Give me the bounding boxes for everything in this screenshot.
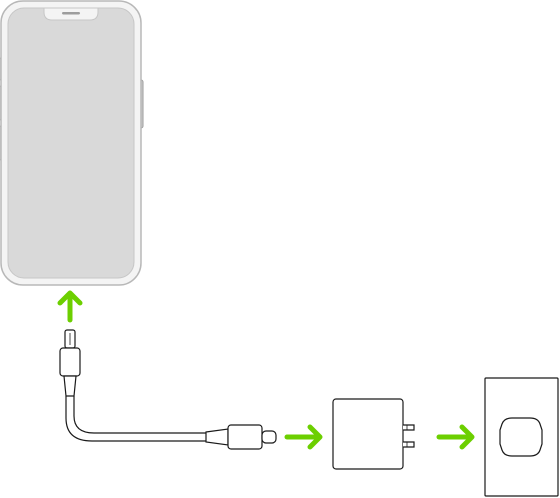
iphone <box>0 0 144 286</box>
lightning-connector-housing <box>59 347 81 377</box>
right-arrow-icon <box>436 424 475 450</box>
wall-outlet <box>484 377 559 497</box>
right-arrow-icon <box>284 424 323 450</box>
lightning-cable <box>59 329 277 450</box>
usb-c-connector-tip <box>261 430 277 444</box>
wall-outlet-socket <box>499 417 543 457</box>
power-adapter <box>332 398 415 470</box>
iphone-screen <box>7 7 135 279</box>
power-adapter-body <box>332 398 404 470</box>
up-arrow-icon <box>57 290 83 323</box>
usb-c-connector-housing <box>227 424 263 450</box>
